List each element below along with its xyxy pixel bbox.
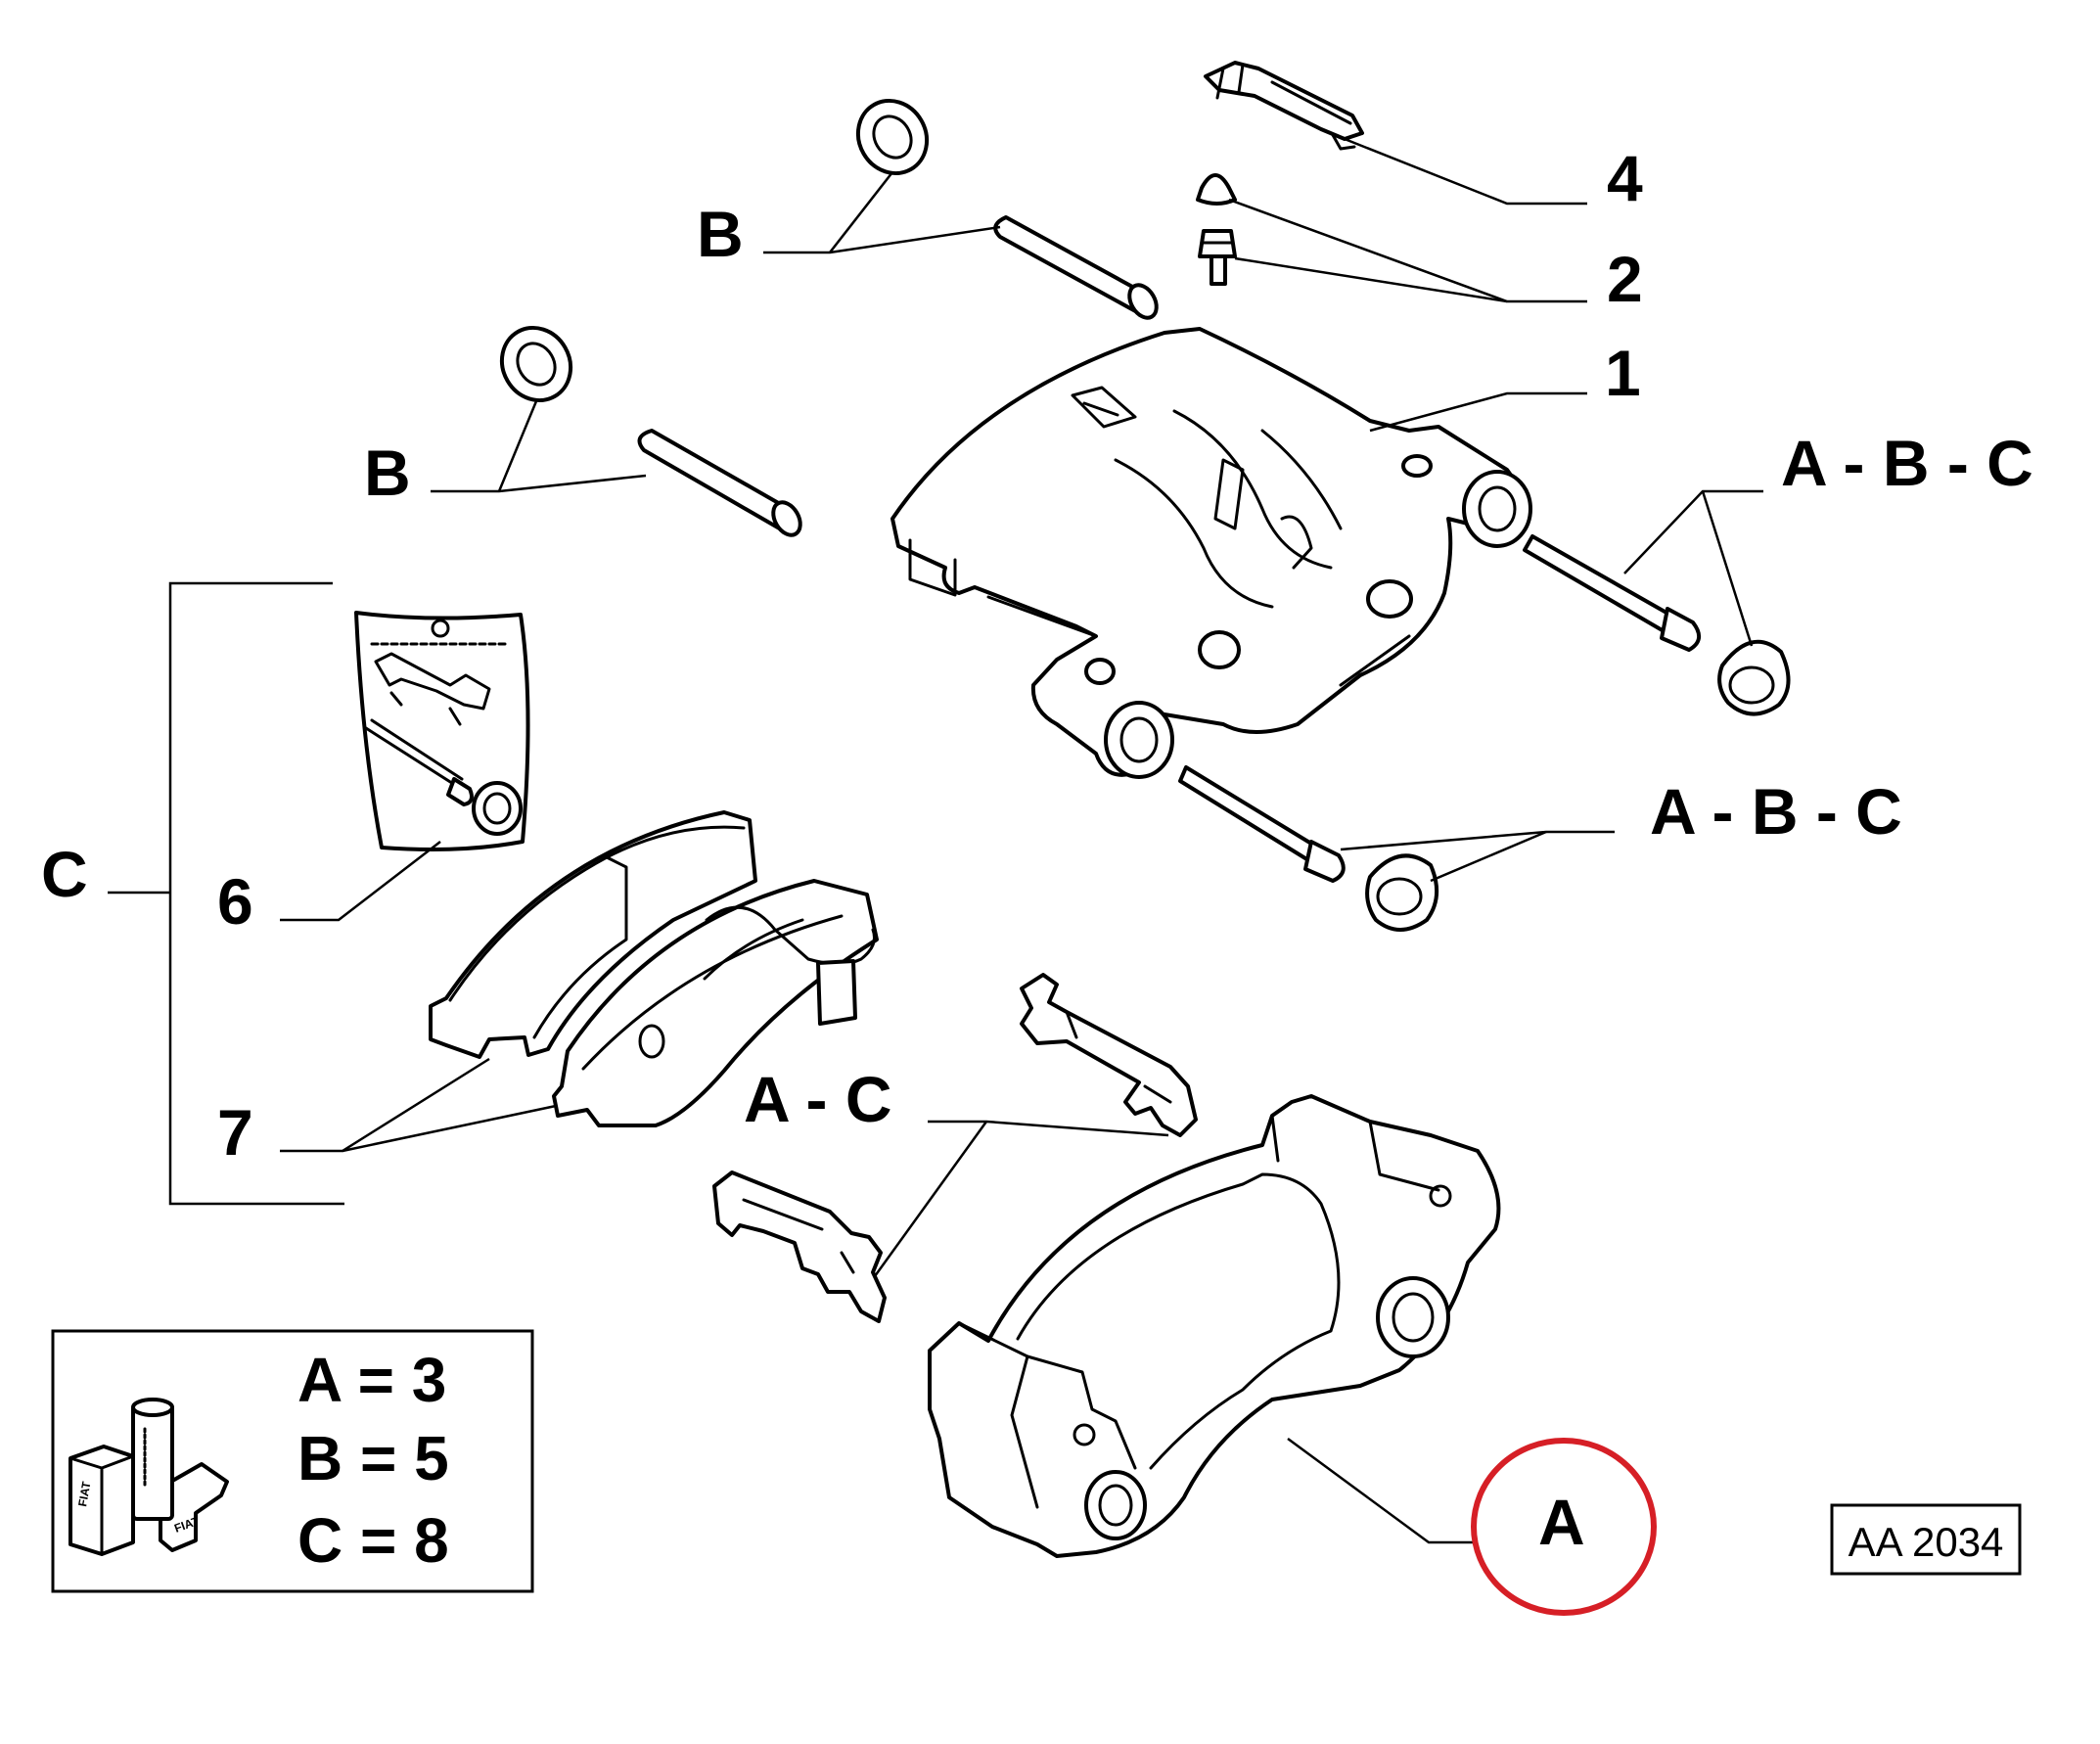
part-7-brake-pad-outer [429, 810, 757, 1059]
part-7-brake-pad-inner [552, 879, 879, 1127]
callout-part-6: 6 [217, 865, 253, 938]
legend-row-a: A = 3 [297, 1345, 446, 1415]
pad-clip-upper [1020, 973, 1198, 1137]
legend-box: FIAT FIAT A = 3 B = 5 C = 8 [51, 1329, 534, 1593]
leader-part-7b [342, 1104, 557, 1153]
callout-pin-left: B [364, 436, 411, 509]
guide-bush-upper [855, 98, 930, 176]
callout-bolt-lower: A - B - C [1650, 775, 1902, 848]
callout-clips: A - C [744, 1063, 892, 1135]
leader-bracket [1287, 1437, 1478, 1544]
part-6-hardware-bag [354, 611, 530, 851]
leader-part-6 [280, 841, 441, 922]
part-1-caliper-body [890, 327, 1532, 779]
dust-cap-upper [1717, 639, 1791, 716]
leader-bush-upper [829, 171, 893, 253]
callout-part-7: 7 [217, 1096, 253, 1169]
reference-code-box: AA 2034 [1830, 1503, 2022, 1576]
reference-code: AA 2034 [1849, 1519, 2004, 1565]
kit-c-bracket-line [168, 581, 344, 1206]
leader-cap-upper [1701, 490, 1754, 647]
leader-pin-upper [763, 225, 1001, 254]
guide-bush-left [499, 325, 573, 403]
leader-bolt-lower [1340, 830, 1615, 851]
callout-bolt-upper: A - B - C [1781, 427, 2033, 499]
caliper-bracket [928, 1094, 1501, 1558]
legend-row-b: B = 5 [297, 1423, 449, 1493]
callout-part-4: 4 [1607, 142, 1643, 214]
callout-part-2: 2 [1607, 243, 1643, 315]
leader-part-2b [1234, 256, 1508, 303]
parts-package-icon: FIAT FIAT [68, 1398, 229, 1556]
pad-clip-lower [712, 1170, 887, 1323]
part-4-spring-clip [1204, 61, 1364, 151]
leader-part-7 [280, 1057, 490, 1153]
leader-pin-left [431, 474, 647, 493]
caliper-bolt-upper [1523, 534, 1701, 652]
leader-clips-b [873, 1121, 988, 1277]
package-text-left: FIAT [75, 1480, 93, 1507]
dust-cap-lower [1365, 853, 1438, 932]
callout-bracket: A [1538, 1486, 1585, 1558]
caliper-bolt-lower [1178, 765, 1346, 883]
leader-cap-lower [1430, 830, 1547, 883]
callout-kit-c: C [41, 838, 88, 910]
leader-clips [928, 1120, 1169, 1137]
leader-bolt-upper [1623, 489, 1763, 574]
guide-pin-left [637, 429, 802, 537]
callout-part-1: 1 [1605, 337, 1641, 409]
leader-bush-left [497, 400, 538, 492]
part-2-bleeder-cap [1196, 173, 1237, 286]
leader-part-1 [1369, 391, 1587, 433]
guide-pin-upper [993, 215, 1159, 320]
highlight-circle [1471, 1438, 1657, 1616]
callout-pin-upper: B [697, 198, 744, 270]
leader-part-4 [1344, 137, 1587, 206]
legend-row-c: C = 8 [297, 1505, 449, 1576]
